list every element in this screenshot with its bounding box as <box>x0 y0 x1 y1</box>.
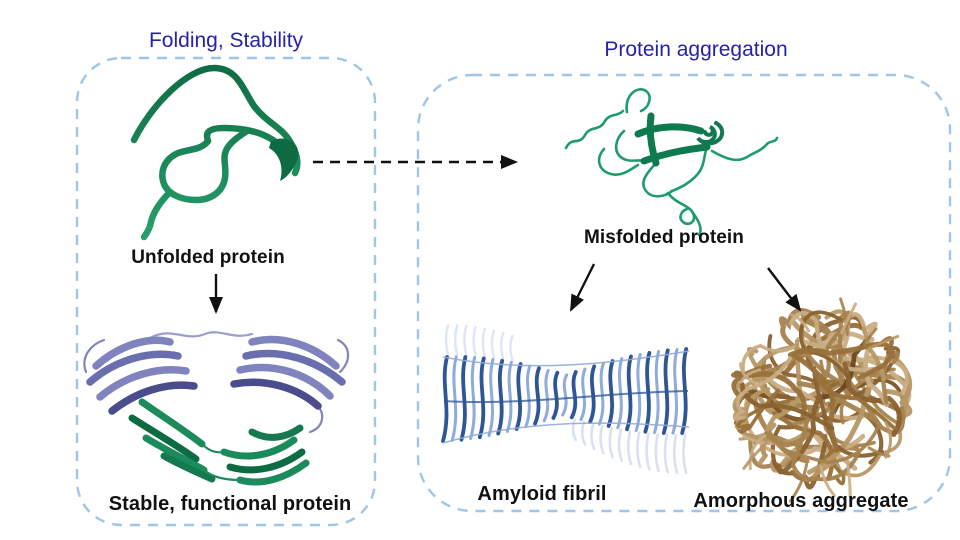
folding-panel-title: Folding, Stability <box>148 29 304 52</box>
amorphous-aggregate-label: Amorphous aggregate <box>693 490 909 512</box>
misfolded-to-fibril-arrow <box>569 263 596 312</box>
aggregation-panel-title: Protein aggregation <box>604 38 788 61</box>
folding-panel-outline <box>75 56 377 527</box>
misfolded-protein-label: Misfolded protein <box>583 227 745 248</box>
unfolded-protein-label: Unfolded protein <box>131 247 285 268</box>
amyloid-fibril-structure <box>441 324 690 475</box>
amorphous-aggregate-structure <box>731 297 913 503</box>
misfolded-protein-ribbon <box>564 88 779 237</box>
stable-functional-protein-ribbon <box>83 331 350 486</box>
unfolded-protein-ribbon <box>130 64 301 241</box>
amyloid-fibril-label: Amyloid fibril <box>477 483 607 505</box>
misfolded-to-amorphous-arrow <box>767 267 802 312</box>
aggregation-panel-outline <box>416 73 952 513</box>
stable-protein-label: Stable, functional protein <box>108 493 352 515</box>
